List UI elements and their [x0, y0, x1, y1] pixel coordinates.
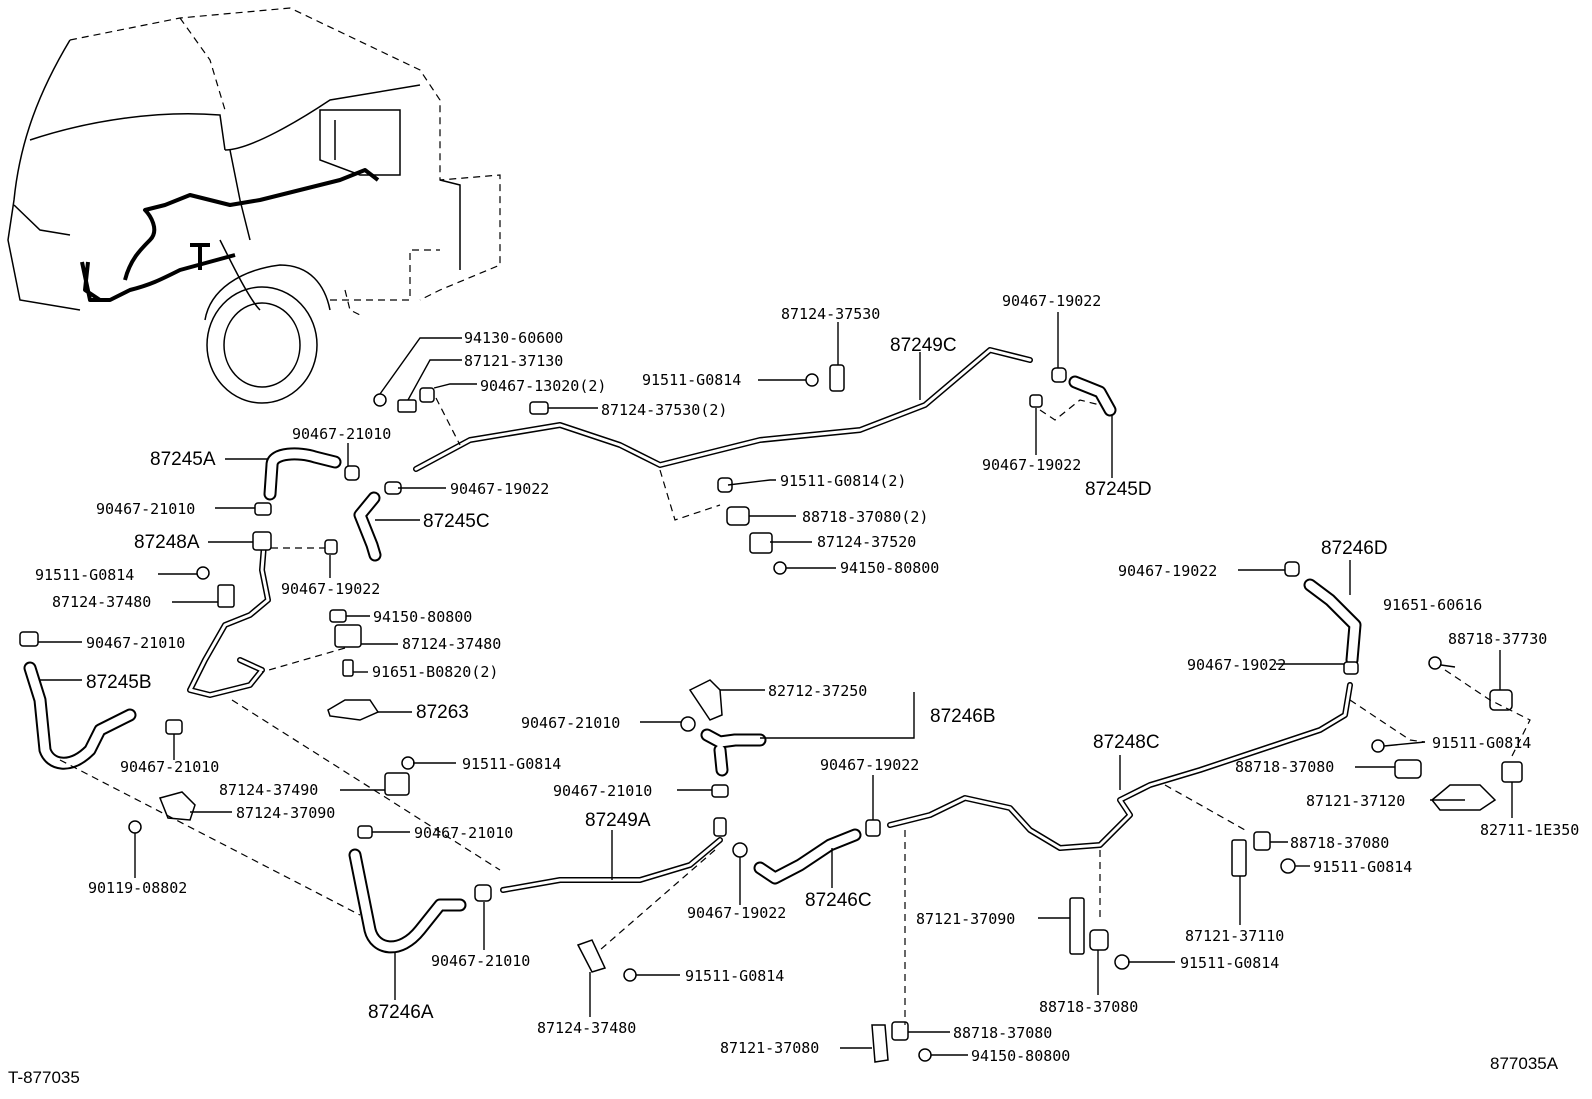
label-94150-80800-b: 94150-80800	[373, 608, 472, 626]
label-87121-37120: 87121-37120	[1306, 792, 1405, 810]
label-87121-37110: 87121-37110	[1185, 927, 1284, 945]
label-91511-G0814-r2: 91511-G0814	[1313, 858, 1412, 876]
label-87246C: 87246C	[805, 890, 872, 911]
label-87124-37090: 87124-37090	[236, 804, 335, 822]
label-90467-21010-e: 90467-21010	[414, 824, 513, 842]
label-90467-21010-h: 90467-21010	[431, 952, 530, 970]
label-87245B: 87245B	[86, 672, 152, 693]
caption-right: 877035A	[1490, 1054, 1559, 1073]
leader-lines	[38, 312, 1513, 1056]
label-88718-37080-r: 88718-37080	[1235, 758, 1334, 776]
label-87124-37480-b: 87124-37480	[537, 1019, 636, 1037]
label-88718-37080-b: 88718-37080	[1039, 998, 1138, 1016]
label-87246A: 87246A	[368, 1002, 434, 1023]
label-87124-37520: 87124-37520	[817, 533, 916, 551]
label-91511-G0814-m: 91511-G0814	[462, 755, 561, 773]
label-90467-21010-c: 90467-21010	[86, 634, 185, 652]
label-91511-G0814-b: 91511-G0814	[685, 967, 784, 985]
label-88718-37080-b2: 88718-37080	[953, 1024, 1052, 1042]
label-88718-37730: 88718-37730	[1448, 630, 1547, 648]
part-labels: 94130-60600 87121-37130 90467-13020(2) 8…	[35, 292, 1579, 1065]
label-88718-37080-2: 88718-37080(2)	[802, 508, 928, 526]
label-87124-37530-2: 87124-37530(2)	[601, 401, 727, 419]
label-87249A: 87249A	[585, 810, 651, 831]
label-90467-13020: 90467-13020(2)	[480, 377, 606, 395]
label-90467-21010-g: 90467-21010	[553, 782, 652, 800]
label-87121-37130: 87121-37130	[464, 352, 563, 370]
label-91511-G0814-r3: 91511-G0814	[1180, 954, 1279, 972]
label-87248C: 87248C	[1093, 732, 1160, 753]
label-87124-37530: 87124-37530	[781, 305, 880, 323]
label-91511-G0814-2: 91511-G0814(2)	[780, 472, 906, 490]
label-87245A: 87245A	[150, 449, 216, 470]
label-82711-1E350: 82711-1E350	[1480, 821, 1579, 839]
label-94150-80800-c: 94150-80800	[971, 1047, 1070, 1065]
label-82712-37250: 82712-37250	[768, 682, 867, 700]
label-87124-37480-m: 87124-37480	[402, 635, 501, 653]
label-87249C: 87249C	[890, 335, 957, 356]
label-88718-37080-r2: 88718-37080	[1290, 834, 1389, 852]
label-91651-B0820: 91651-B0820(2)	[372, 663, 498, 681]
truck-illustration	[7, 7, 501, 404]
label-91511-G0814-l: 91511-G0814	[35, 566, 134, 584]
label-90467-19022-tr1: 90467-19022	[1002, 292, 1101, 310]
label-90467-19022-mid: 90467-19022	[450, 480, 549, 498]
label-94150-80800-a: 94150-80800	[840, 559, 939, 577]
label-87263: 87263	[416, 702, 469, 723]
label-90467-19022-l: 90467-19022	[281, 580, 380, 598]
hoses-and-pipes	[23, 347, 1362, 954]
label-87121-37080: 87121-37080	[720, 1039, 819, 1057]
label-91651-60616: 91651-60616	[1383, 596, 1482, 614]
label-87246D: 87246D	[1321, 538, 1388, 559]
label-94130-60600: 94130-60600	[464, 329, 563, 347]
label-87248A: 87248A	[134, 532, 200, 553]
label-90467-19022-tr2: 90467-19022	[982, 456, 1081, 474]
label-87124-37480-l: 87124-37480	[52, 593, 151, 611]
label-87124-37490: 87124-37490	[219, 781, 318, 799]
label-90467-19022-r1: 90467-19022	[1118, 562, 1217, 580]
dashed-connectors	[59, 397, 1531, 1025]
label-90119-08802: 90119-08802	[88, 879, 187, 897]
label-91511-G0814-r: 91511-G0814	[1432, 734, 1531, 752]
label-90467-19022-d: 90467-19022	[820, 756, 919, 774]
label-90467-21010-f: 90467-21010	[521, 714, 620, 732]
label-87121-37090: 87121-37090	[916, 910, 1015, 928]
label-90467-21010-d: 90467-21010	[120, 758, 219, 776]
label-87245C: 87245C	[423, 511, 490, 532]
label-90467-19022-c: 90467-19022	[687, 904, 786, 922]
label-90467-21010-b: 90467-21010	[96, 500, 195, 518]
label-90467-19022-r2: 90467-19022	[1187, 656, 1286, 674]
label-87246B: 87246B	[930, 706, 996, 727]
caption-left: T-877035	[8, 1068, 80, 1087]
small-parts	[19, 364, 1523, 1063]
label-91511-G0814-top: 91511-G0814	[642, 371, 741, 389]
wire-harness	[80, 168, 380, 302]
label-87245D: 87245D	[1085, 479, 1152, 500]
label-90467-21010-a: 90467-21010	[292, 425, 391, 443]
